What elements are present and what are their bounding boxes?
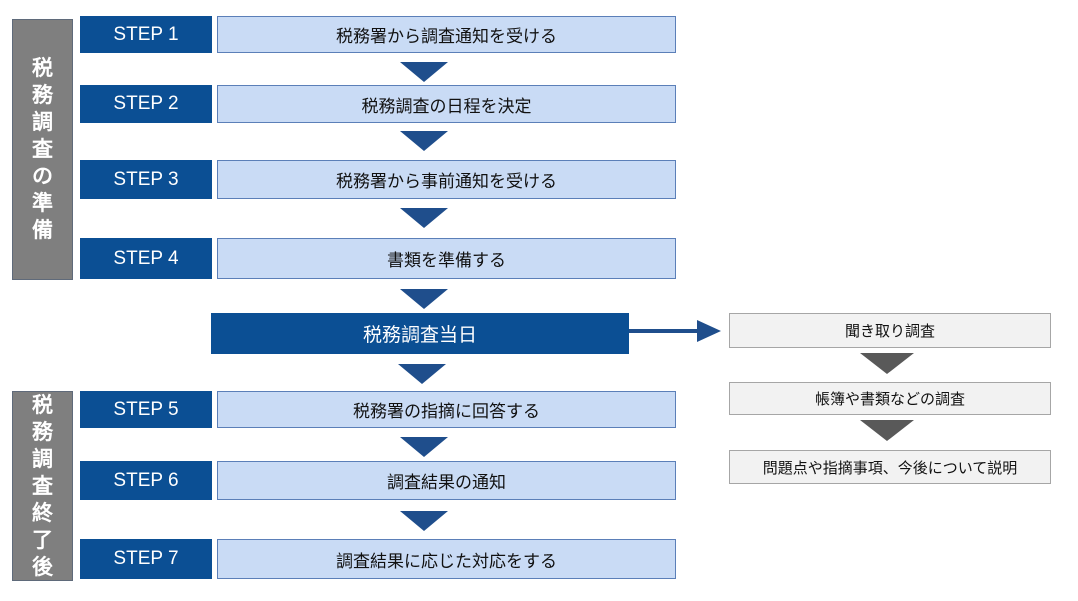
step-4-label: STEP 4 bbox=[80, 238, 212, 279]
phase-preparation-char: の bbox=[32, 164, 53, 188]
step-4-description: 書類を準備する bbox=[217, 238, 676, 279]
flow-arrow-down bbox=[400, 437, 448, 457]
step-2-label: STEP 2 bbox=[80, 85, 212, 123]
phase-preparation: 税 務 調 査 の 準 備 bbox=[12, 19, 73, 280]
phase-preparation-char: 準 bbox=[32, 191, 53, 215]
phase-after: 税 務 調 査 終 了 後 bbox=[12, 391, 73, 581]
step-6-label: STEP 6 bbox=[80, 461, 212, 500]
step-1-label: STEP 1 bbox=[80, 16, 212, 53]
phase-after-char: 税 bbox=[32, 392, 53, 417]
flow-arrow-down bbox=[400, 208, 448, 228]
audit-detail-documents: 帳簿や書類などの調査 bbox=[729, 382, 1051, 415]
step-7-description: 調査結果に応じた対応をする bbox=[217, 539, 676, 579]
phase-preparation-char: 務 bbox=[32, 83, 53, 107]
step-6-description: 調査結果の通知 bbox=[217, 461, 676, 500]
step-7-label: STEP 7 bbox=[80, 539, 212, 579]
phase-preparation-char: 税 bbox=[32, 56, 53, 80]
phase-preparation-char: 備 bbox=[32, 218, 53, 242]
flow-arrow-down bbox=[400, 511, 448, 531]
audit-detail-interview: 聞き取り調査 bbox=[729, 313, 1051, 348]
step-2-description: 税務調査の日程を決定 bbox=[217, 85, 676, 123]
audit-detail-explanation: 問題点や指摘事項、今後について説明 bbox=[729, 450, 1051, 484]
flow-arrow-down bbox=[400, 62, 448, 82]
audit-day-box: 税務調査当日 bbox=[211, 313, 629, 354]
flow-arrow-down bbox=[860, 420, 914, 441]
phase-after-char: 後 bbox=[32, 554, 53, 579]
step-1-description: 税務署から調査通知を受ける bbox=[217, 16, 676, 53]
phase-after-char: 終 bbox=[32, 500, 53, 525]
phase-preparation-char: 調 bbox=[32, 110, 53, 134]
flow-arrow-down bbox=[400, 131, 448, 151]
phase-after-char: 調 bbox=[32, 446, 53, 471]
phase-after-char: 務 bbox=[32, 419, 53, 444]
step-5-description: 税務署の指摘に回答する bbox=[217, 391, 676, 428]
phase-preparation-char: 査 bbox=[32, 137, 53, 161]
phase-after-char: 了 bbox=[32, 527, 53, 552]
flow-arrow-down bbox=[398, 364, 446, 384]
step-5-label: STEP 5 bbox=[80, 391, 212, 428]
flow-arrow-down bbox=[860, 353, 914, 374]
step-3-label: STEP 3 bbox=[80, 160, 212, 199]
step-3-description: 税務署から事前通知を受ける bbox=[217, 160, 676, 199]
phase-after-char: 査 bbox=[32, 473, 53, 498]
flow-arrow-down bbox=[400, 289, 448, 309]
